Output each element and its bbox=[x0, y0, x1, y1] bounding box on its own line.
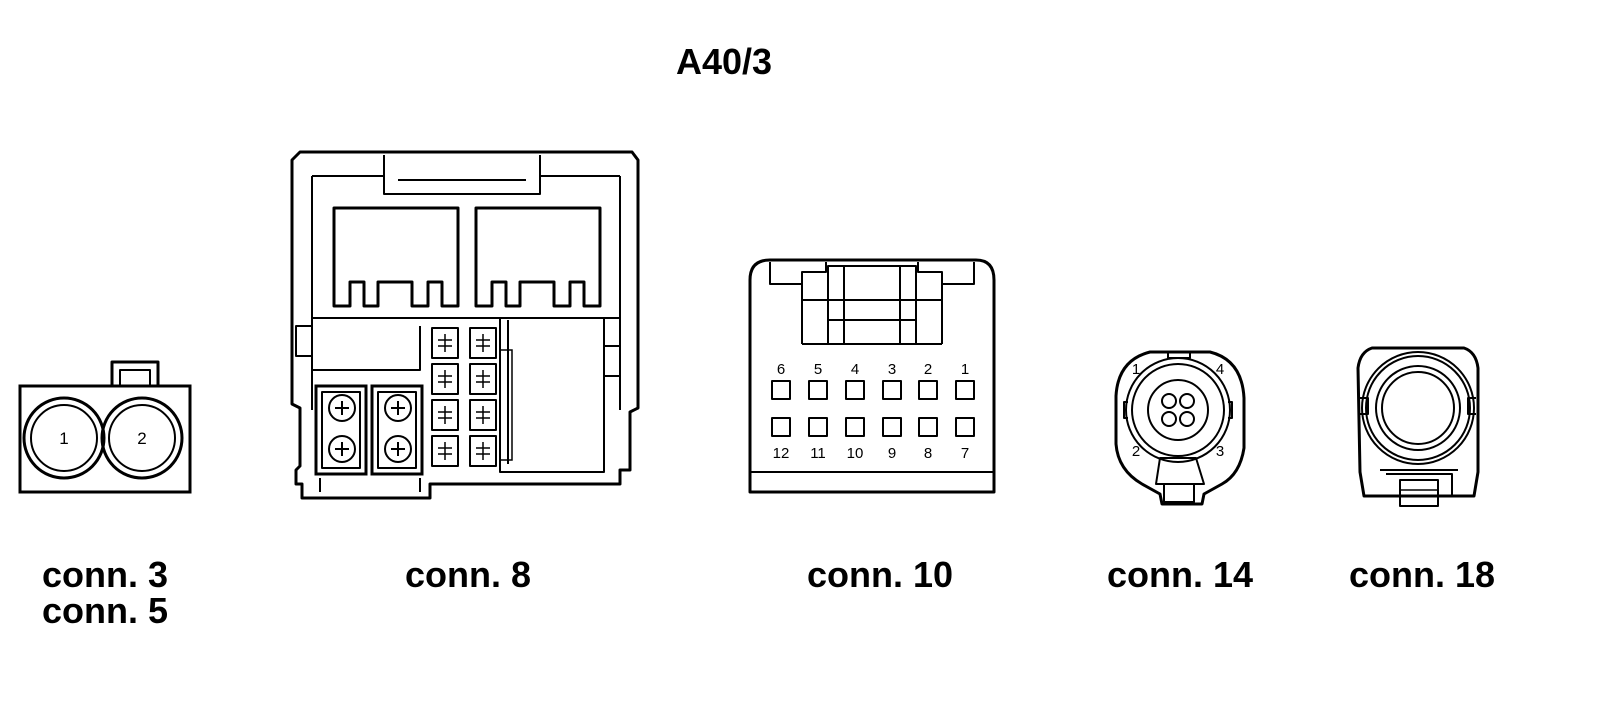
pin-label: 1 bbox=[1132, 361, 1140, 378]
pin-label: 1 bbox=[59, 429, 68, 448]
connector-label: conn. 3 bbox=[42, 554, 168, 595]
pin-label: 2 bbox=[924, 361, 932, 378]
pin-label: 7 bbox=[961, 445, 969, 462]
pin-label: 5 bbox=[814, 361, 822, 378]
pin-label: 11 bbox=[810, 445, 826, 462]
signal-pin-grid bbox=[431, 327, 497, 467]
pin-label: 9 bbox=[888, 445, 896, 462]
connector-14-drawing: 1 4 2 3 bbox=[1114, 350, 1246, 506]
pin-label: 3 bbox=[1216, 443, 1224, 460]
pin-label: 3 bbox=[888, 361, 896, 378]
pin-label: 10 bbox=[847, 445, 864, 462]
pin-label: 1 bbox=[961, 361, 969, 378]
pin-label: 8 bbox=[924, 445, 932, 462]
connector-8-drawing bbox=[290, 150, 640, 500]
pin-label: 4 bbox=[851, 361, 859, 378]
pin-cavity-1 bbox=[22, 396, 106, 480]
connector-18-drawing bbox=[1356, 346, 1480, 507]
pin-label: 6 bbox=[777, 361, 785, 378]
connector-10-drawing: 6 5 4 3 2 1 12 11 10 9 8 7 bbox=[748, 258, 996, 494]
connector-label: conn. 18 bbox=[1349, 554, 1495, 595]
pin-label: 2 bbox=[1132, 443, 1140, 460]
connector-label: conn. 8 bbox=[405, 554, 531, 595]
connector-label: conn. 10 bbox=[807, 554, 953, 595]
connector-3-5-drawing: 1 2 bbox=[18, 360, 192, 494]
pin-label: 12 bbox=[773, 445, 790, 462]
pin-cavity-2 bbox=[100, 396, 184, 480]
connector-label: conn. 5 bbox=[42, 590, 168, 631]
diagram-title: A40/3 bbox=[676, 41, 772, 82]
connector-label: conn. 14 bbox=[1107, 554, 1253, 595]
pin-label: 2 bbox=[137, 429, 146, 448]
pin-label: 4 bbox=[1216, 361, 1224, 378]
